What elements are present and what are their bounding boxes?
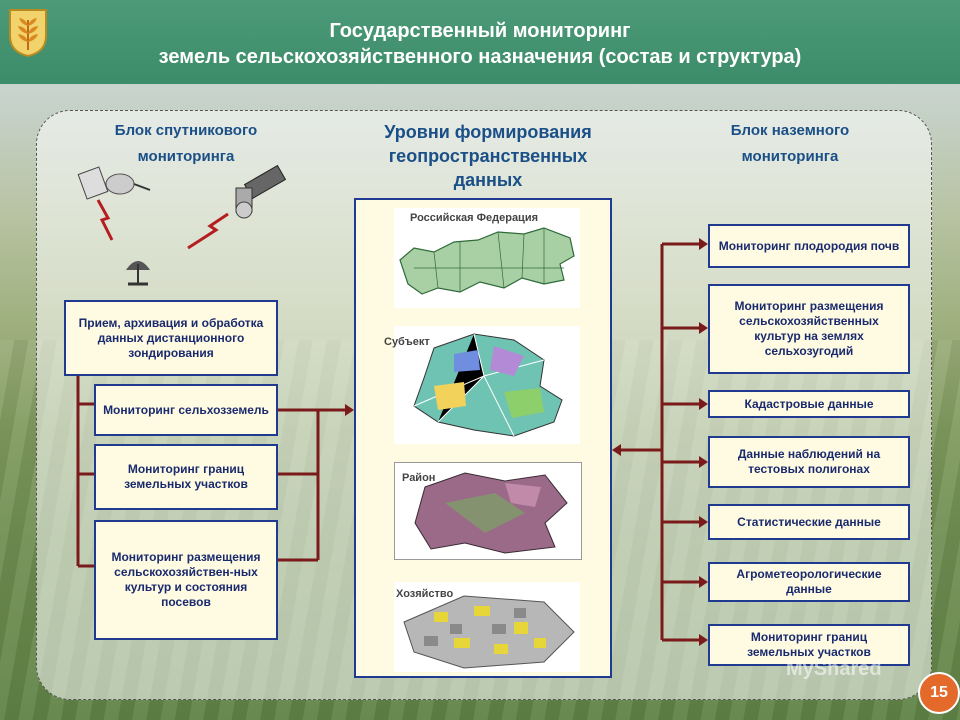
title-line-2: земель сельскохозяйственного назначения … <box>158 46 802 68</box>
map-farm <box>394 582 580 672</box>
left-box-boundaries: Мониторинг границ земельных участков <box>94 444 278 510</box>
watermark: MyShared <box>786 658 882 680</box>
right-box-test-sites-label: Данные наблюдений на тестовых полигонах <box>737 447 881 476</box>
right-box-agrometeo: Агрометеорологические данные <box>708 562 910 602</box>
russia-map-icon <box>399 227 575 295</box>
signal-bolt-right <box>187 212 229 250</box>
right-box-statistics-label: Статистические данные <box>737 514 881 529</box>
map-district <box>394 462 582 560</box>
satellite-right-icon <box>235 164 287 219</box>
left-box-farmland: Мониторинг сельхозземель <box>94 384 278 436</box>
right-box-crop-placement: Мониторинг размещения сельскохозяйственн… <box>708 284 910 374</box>
center-heading-line-3: данных <box>453 170 523 190</box>
right-box-cadastral-label: Кадастровые данные <box>744 396 874 411</box>
title-line-1: Государственный мониторинг <box>329 20 631 42</box>
right-box-soil: Мониторинг плодородия почв <box>708 224 910 268</box>
level-label-district: Район <box>402 472 436 484</box>
map-russia <box>394 208 580 308</box>
ground-heading-line-2: мониторинга <box>741 148 839 165</box>
map-subject <box>394 326 580 444</box>
left-box-farmland-label: Мониторинг сельхозземель <box>103 402 269 417</box>
page-number-badge: 15 <box>918 672 960 714</box>
satellite-block-heading: Блок спутникового мониторинга <box>86 118 286 170</box>
right-box-test-sites: Данные наблюдений на тестовых полигонах <box>708 436 910 488</box>
district-map-icon <box>414 472 568 554</box>
satellite-left-icon <box>77 166 151 200</box>
satellite-group <box>77 164 287 286</box>
ground-antenna-icon <box>126 261 150 286</box>
ground-block-heading: Блок наземного мониторинга <box>690 118 890 170</box>
right-box-statistics: Статистические данные <box>708 504 910 540</box>
ground-heading-line-1: Блок наземного <box>730 122 850 139</box>
left-box-crops-label: Мониторинг размещения сельскохозяйствен-… <box>111 550 261 609</box>
left-box-boundaries-label: Мониторинг границ земельных участков <box>124 462 248 491</box>
level-label-federation: Российская Федерация <box>410 212 538 224</box>
signal-bolt-left <box>96 199 114 241</box>
satellite-heading-line-2: мониторинга <box>137 148 235 165</box>
center-block-heading: Уровни формирования геопространственных … <box>338 120 638 192</box>
level-label-subject: Субъект <box>384 336 430 348</box>
wheat-logo-icon <box>9 9 47 58</box>
left-box-reception-label: Прием, архивация и обработка данных дист… <box>78 315 264 360</box>
right-box-agrometeo-label: Агрометеорологические данные <box>736 567 882 596</box>
center-heading-line-2: геопространственных <box>388 146 588 166</box>
satellite-heading-line-1: Блок спутникового <box>114 122 258 139</box>
left-box-reception: Прием, архивация и обработка данных дист… <box>64 300 278 376</box>
farm-map-icon <box>403 595 575 669</box>
level-label-farm: Хозяйство <box>396 588 454 600</box>
center-heading-line-1: Уровни формирования <box>384 122 592 142</box>
right-box-cadastral: Кадастровые данные <box>708 390 910 418</box>
right-box-soil-label: Мониторинг плодородия почв <box>718 238 900 253</box>
right-box-boundaries: Мониторинг границ земельных участков <box>708 624 910 666</box>
right-box-boundaries-label: Мониторинг границ земельных участков <box>747 630 871 659</box>
subject-map-icon <box>413 333 563 437</box>
header-bar: Государственный мониторинг земель сельск… <box>0 0 960 84</box>
right-box-crop-placement-label: Мониторинг размещения сельскохозяйственн… <box>734 299 884 358</box>
left-box-crops: Мониторинг размещения сельскохозяйствен-… <box>94 520 278 640</box>
